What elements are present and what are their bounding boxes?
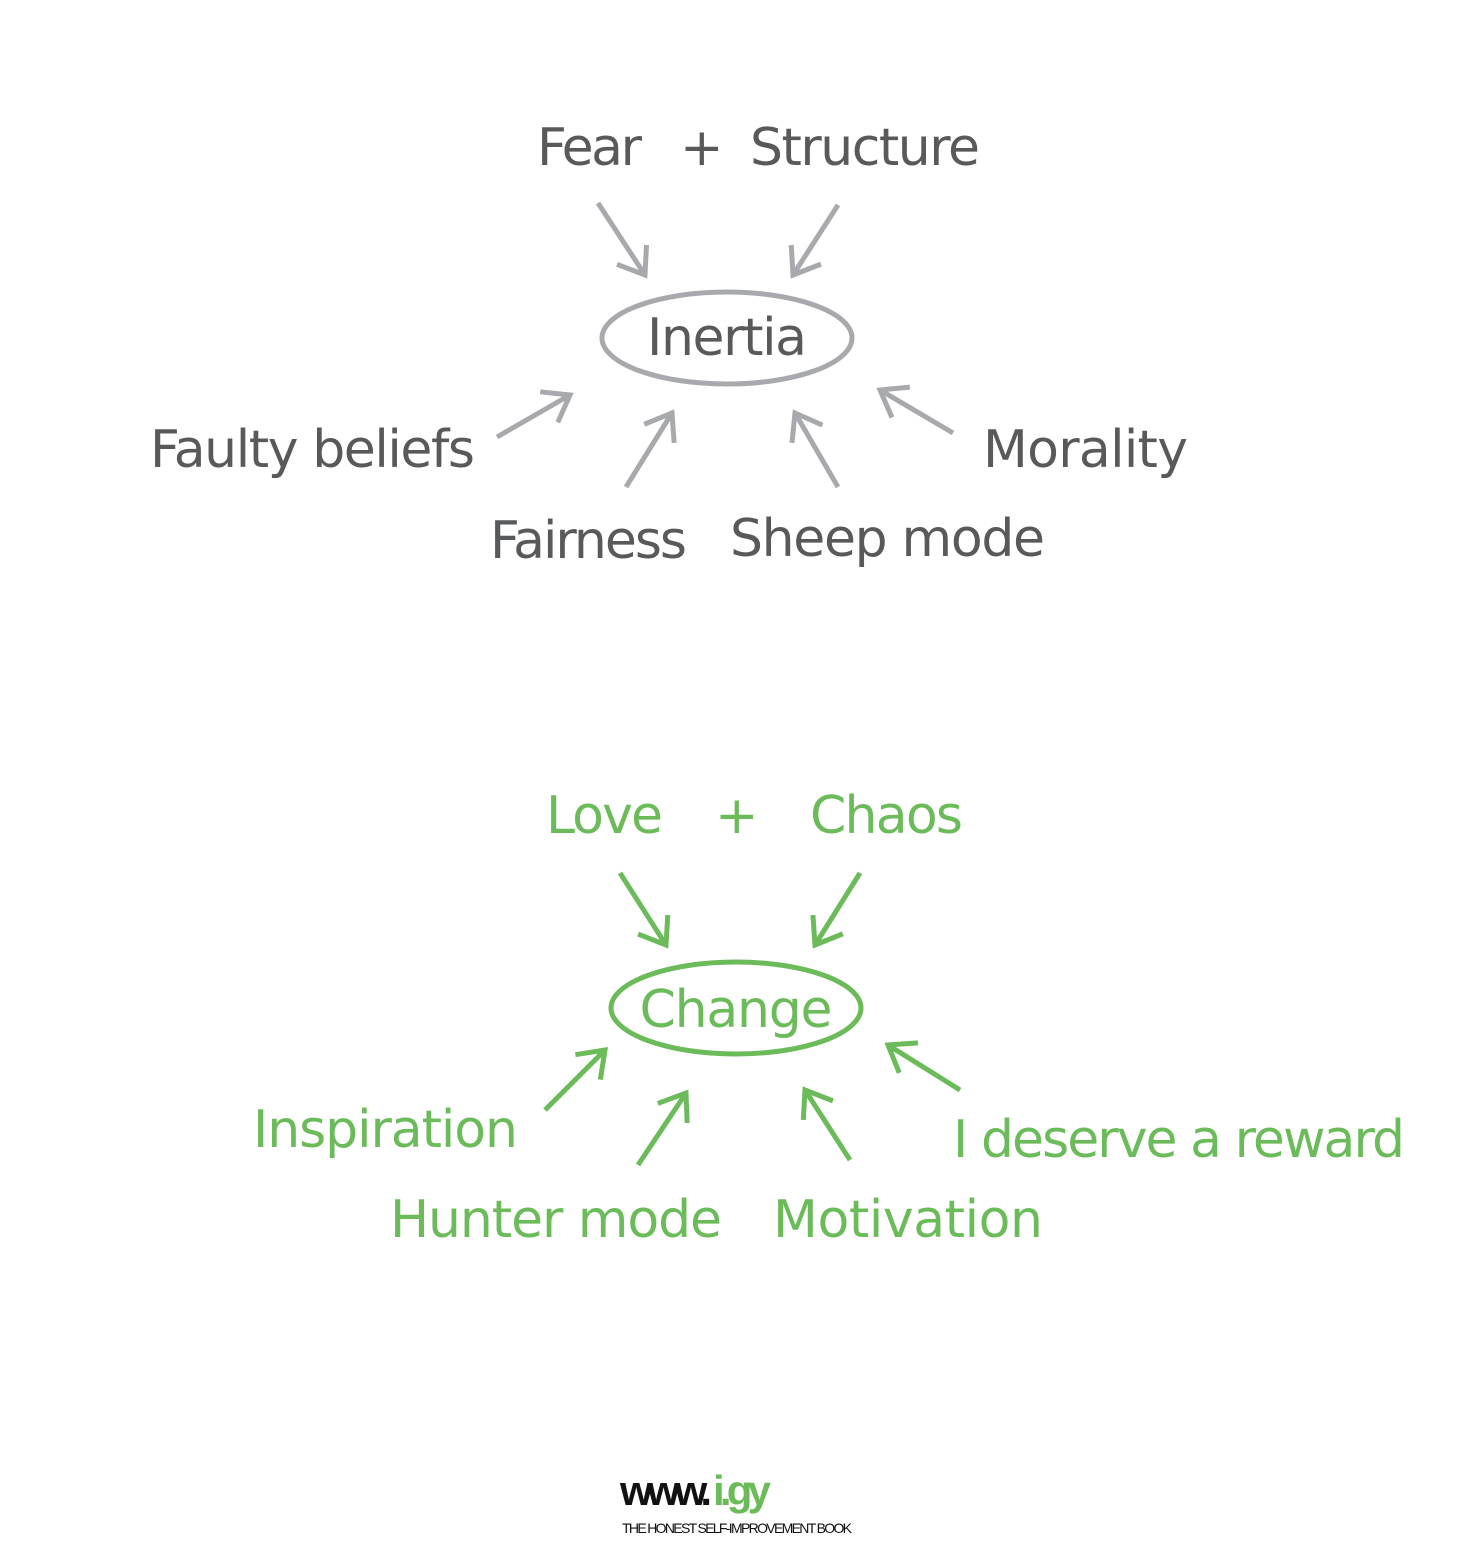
plus-sign: + [715, 786, 759, 846]
label-hunter-mode: Hunter mode [390, 1190, 722, 1250]
label-faulty-beliefs: Faulty beliefs [150, 420, 475, 480]
label-sheep-mode: Sheep mode [730, 509, 1045, 569]
tagline: THE HONEST SELF-IMPROVEMENT BOOK [622, 1520, 853, 1536]
change-ellipse [608, 959, 864, 1057]
arrow-icon [810, 871, 863, 949]
arrow-icon [617, 871, 671, 949]
arrow-icon [495, 389, 574, 440]
arrow-icon [800, 1086, 853, 1162]
label-fear: Fear [537, 118, 643, 178]
label-change: Change [640, 980, 833, 1040]
label-inertia: Inertia [647, 308, 807, 368]
plus-sign: + [680, 118, 724, 178]
arrow-icon [876, 384, 955, 436]
logo-domain: i.gy [713, 1467, 772, 1514]
label-structure: Structure [750, 118, 980, 178]
arrow-icon [543, 1046, 609, 1112]
label-chaos: Chaos [810, 786, 963, 846]
arrow-icon [635, 1089, 690, 1167]
arrow-icon [788, 203, 841, 279]
inertia-diagram: Fear + Structure Inertia Faulty beliefs … [150, 118, 1188, 571]
label-love: Love [546, 786, 663, 846]
change-diagram: Love + Chaos Change Inspiration I deserv… [253, 786, 1405, 1250]
inertia-ellipse [599, 289, 855, 387]
label-fairness: Fairness [490, 511, 687, 571]
arrow-icon [884, 1040, 962, 1093]
label-morality: Morality [983, 420, 1188, 480]
arrow-icon [623, 409, 677, 489]
arrow-icon [595, 201, 649, 279]
arrow-icon [789, 409, 841, 489]
label-motivation: Motivation [773, 1190, 1043, 1250]
footer-logo: www. i.gy THE HONEST SELF-IMPROVEMENT BO… [619, 1467, 853, 1536]
label-inspiration: Inspiration [253, 1100, 518, 1160]
label-i-deserve-a-reward: I deserve a reward [953, 1110, 1405, 1170]
logo-prefix: www. [619, 1467, 712, 1514]
